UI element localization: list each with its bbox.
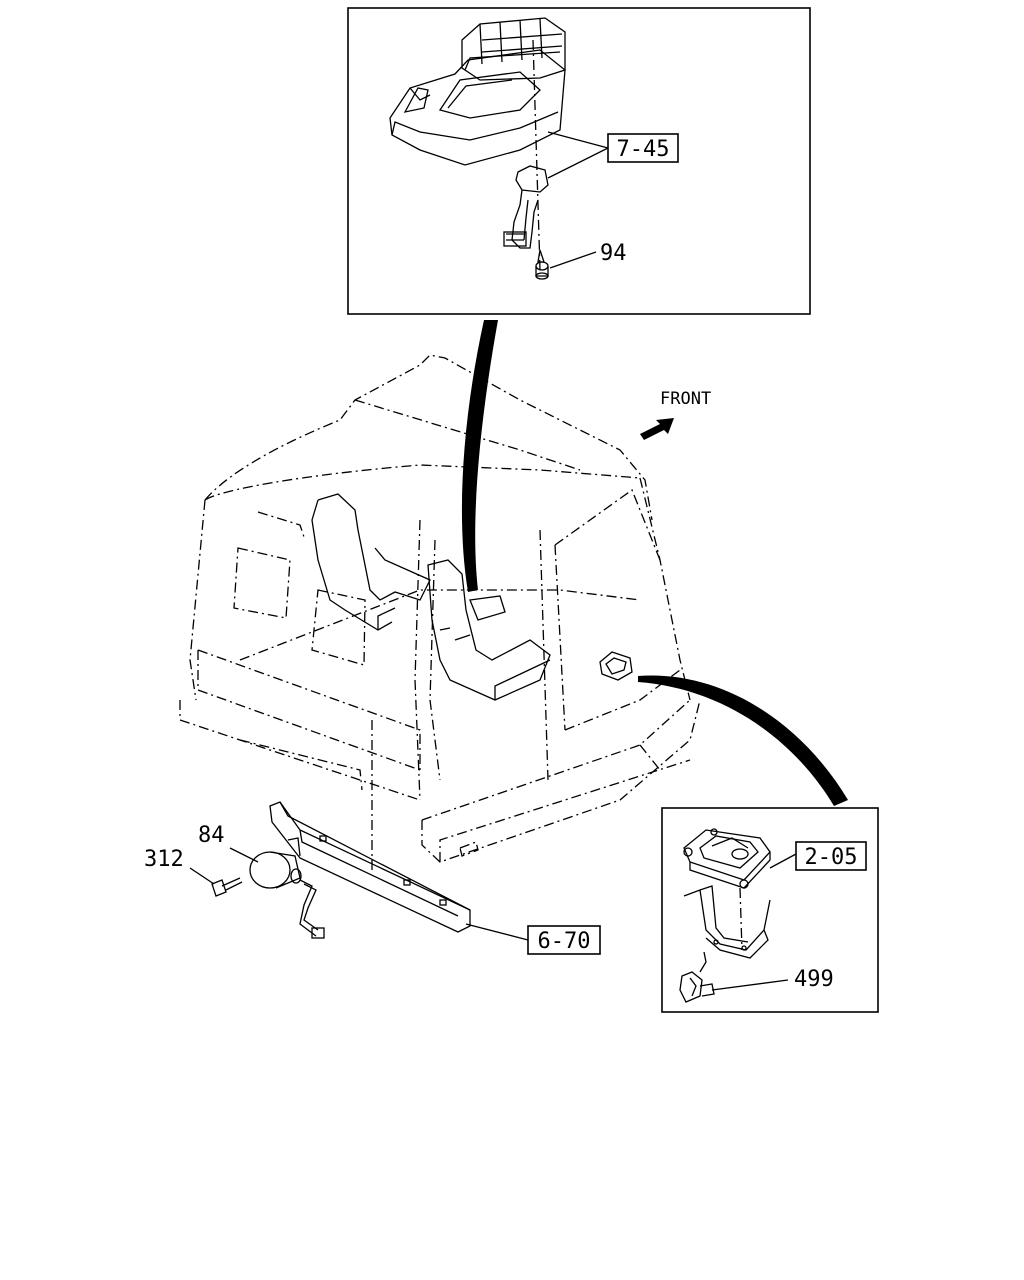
callout-312: 312 [144,847,184,872]
inset-shift-lever: 7-45 94 [347,7,811,315]
cab-outline [179,354,701,863]
lever-console [469,595,506,621]
callout-2-05: 2-05 [805,845,858,870]
inset-control-unit: 2-05 499 [661,807,879,1013]
leader-6-70 [465,923,529,941]
inset-frame-right [661,807,879,1013]
centerline-top [532,39,541,271]
dash-control-unit [599,651,633,681]
callout-7-45: 7-45 [617,137,670,162]
leader-7-45-a [547,131,609,149]
seat-rear [311,493,431,631]
leader-7-45-b [547,147,609,179]
leader-94 [549,251,597,269]
inset-frame-top [347,7,811,315]
clip-499 [679,951,715,1003]
front-arrow-icon [640,418,674,440]
callout-499: 499 [794,967,834,992]
callout-84: 84 [198,823,225,848]
callout-box-6-70 [527,925,601,955]
front-direction: FRONT [640,389,711,440]
callout-94: 94 [600,241,627,266]
callout-6-70: 6-70 [538,929,591,954]
leader-2-05 [769,853,797,869]
connector-right [638,675,848,806]
seat-driver [427,559,551,701]
bolt-312 [211,877,243,897]
shift-console [389,17,566,166]
screw-94 [535,249,549,280]
control-unit-2-05 [683,828,771,889]
leader-499 [711,979,789,991]
connector-top [461,320,498,592]
buzzer-84 [249,837,325,939]
leader-312 [189,867,215,885]
front-label: FRONT [660,389,711,409]
callout-box-7-45 [607,133,679,163]
callout-box-2-05 [795,841,867,871]
leader-84 [229,847,259,863]
bracket-6-70 [269,801,471,933]
shift-switch [503,165,549,249]
unit-bracket [683,885,771,959]
